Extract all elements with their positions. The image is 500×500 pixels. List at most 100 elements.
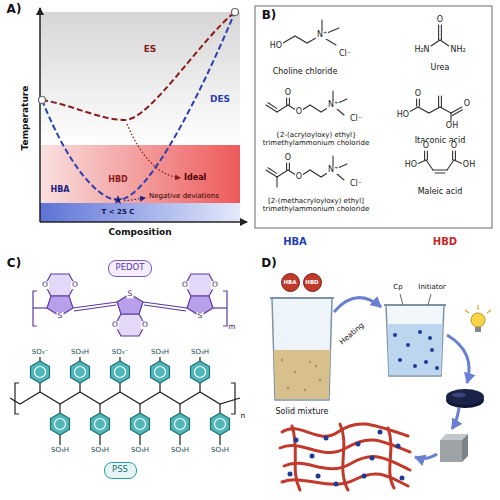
structures-panel [418,107,451,113]
atom-label: HO [396,111,410,119]
sulfonate-label: SO₃⁻ [31,349,49,356]
atom-label: S [197,312,204,320]
phase-diagram [40,203,240,222]
solid-mixture-beaker [270,297,334,299]
pedot-chain [33,291,37,326]
structures-panel [283,36,316,43]
light-bulb [465,305,491,332]
phase-diagram [42,12,235,120]
node-text: PSS [112,465,128,474]
process-label: Solid mixture [275,408,328,417]
light-bulb [465,305,491,313]
atom-label: HO [404,161,418,169]
node-text: HBD [305,279,318,285]
panel-letter: D) [261,257,276,270]
sulfonate-label: SO₃H [190,349,210,356]
sulfonate-label: SO₃H [50,447,70,454]
group-label: HBA [283,236,307,247]
pss-chain [231,383,235,414]
phase-diagram [39,8,248,222]
light-bulb [471,313,485,327]
structures-panel [431,40,449,46]
structures-panel [266,91,347,115]
polymer-network [324,436,329,441]
structures-panel [426,160,454,170]
structures-panel [425,151,428,160]
pss-chain [211,413,230,435]
structures-panel [277,20,463,187]
polymer-network [370,456,375,461]
solid-mixture-beaker [270,298,334,400]
polymer-network [316,474,321,479]
compound-name: Maleic acid [418,188,463,197]
reaction-beaker [418,330,422,334]
polymer-network [310,454,315,459]
atom-label: O [284,89,292,97]
phase-diagram [40,221,247,223]
temperature-note: T < 25 C [102,209,135,217]
solid-mixture-beaker [309,361,311,363]
repeat-index: n [241,412,246,420]
pss-chain [71,361,90,383]
cured-film-disk [446,389,484,405]
reaction-beaker [393,333,397,337]
atom-label: O [71,281,79,289]
reaction-beaker [398,358,402,362]
polymer-network [362,474,367,479]
atom-label: Cl⁻ [349,115,363,123]
phase-diagram [124,198,145,201]
atom-label: O [450,142,458,150]
axis-title: Composition [108,228,171,238]
phase-diagram [40,12,240,145]
atom-label: NH₂ [449,46,466,54]
reaction-beaker [393,330,439,370]
atom-label: S [57,312,64,320]
atom-label: O [463,100,471,108]
polymer-network [396,444,401,449]
structures-panel [439,96,442,107]
atom-label: O [295,173,303,181]
repeat-index: m [228,323,235,331]
solid-mixture-beaker [272,298,332,400]
polymer-network [288,472,293,477]
sulfonate-label: SO₃⁻ [111,349,129,356]
component-label: HBA [51,186,70,195]
curve-label: ES [144,45,157,55]
component-ball: HBA [281,273,300,292]
atom-label: O [111,321,119,329]
structures-panel [276,177,277,187]
reaction-beaker [406,343,410,347]
structures-panel [439,25,442,40]
pss-chain [191,361,210,383]
polymer-network [400,476,405,481]
sulfonate-label: SO₃H [210,447,230,454]
pss-chain [151,361,170,383]
region-label: Negative deviations [149,193,219,201]
solid-mixture-beaker [274,350,331,399]
polymer-network [292,426,300,490]
light-bulb [475,327,481,332]
atom-label: N⁺ [316,31,328,39]
polymer-network [378,430,383,435]
sulfonate-label: SO₃H [170,447,190,454]
structures-panel [453,151,456,160]
phase-diagram [39,8,41,222]
pedot-chain [33,274,227,336]
atom-label: H₂N [413,46,430,54]
panel-letter: C) [7,257,21,270]
process-arrow [447,335,469,383]
panel-letter: A) [7,3,22,16]
pss-chain [131,413,150,435]
cured-film-disk [452,393,466,398]
solid-mixture-beaker [319,379,321,381]
process-arrow [452,408,459,429]
sulfonate-label: SO₃H [150,349,170,356]
pedot-chain [143,302,187,311]
reaction-beaker [430,348,434,352]
atom-label: N⁺ [327,101,339,109]
reaction-beaker [400,294,431,305]
atom-label: O [284,154,292,162]
structures-panel [410,107,418,112]
